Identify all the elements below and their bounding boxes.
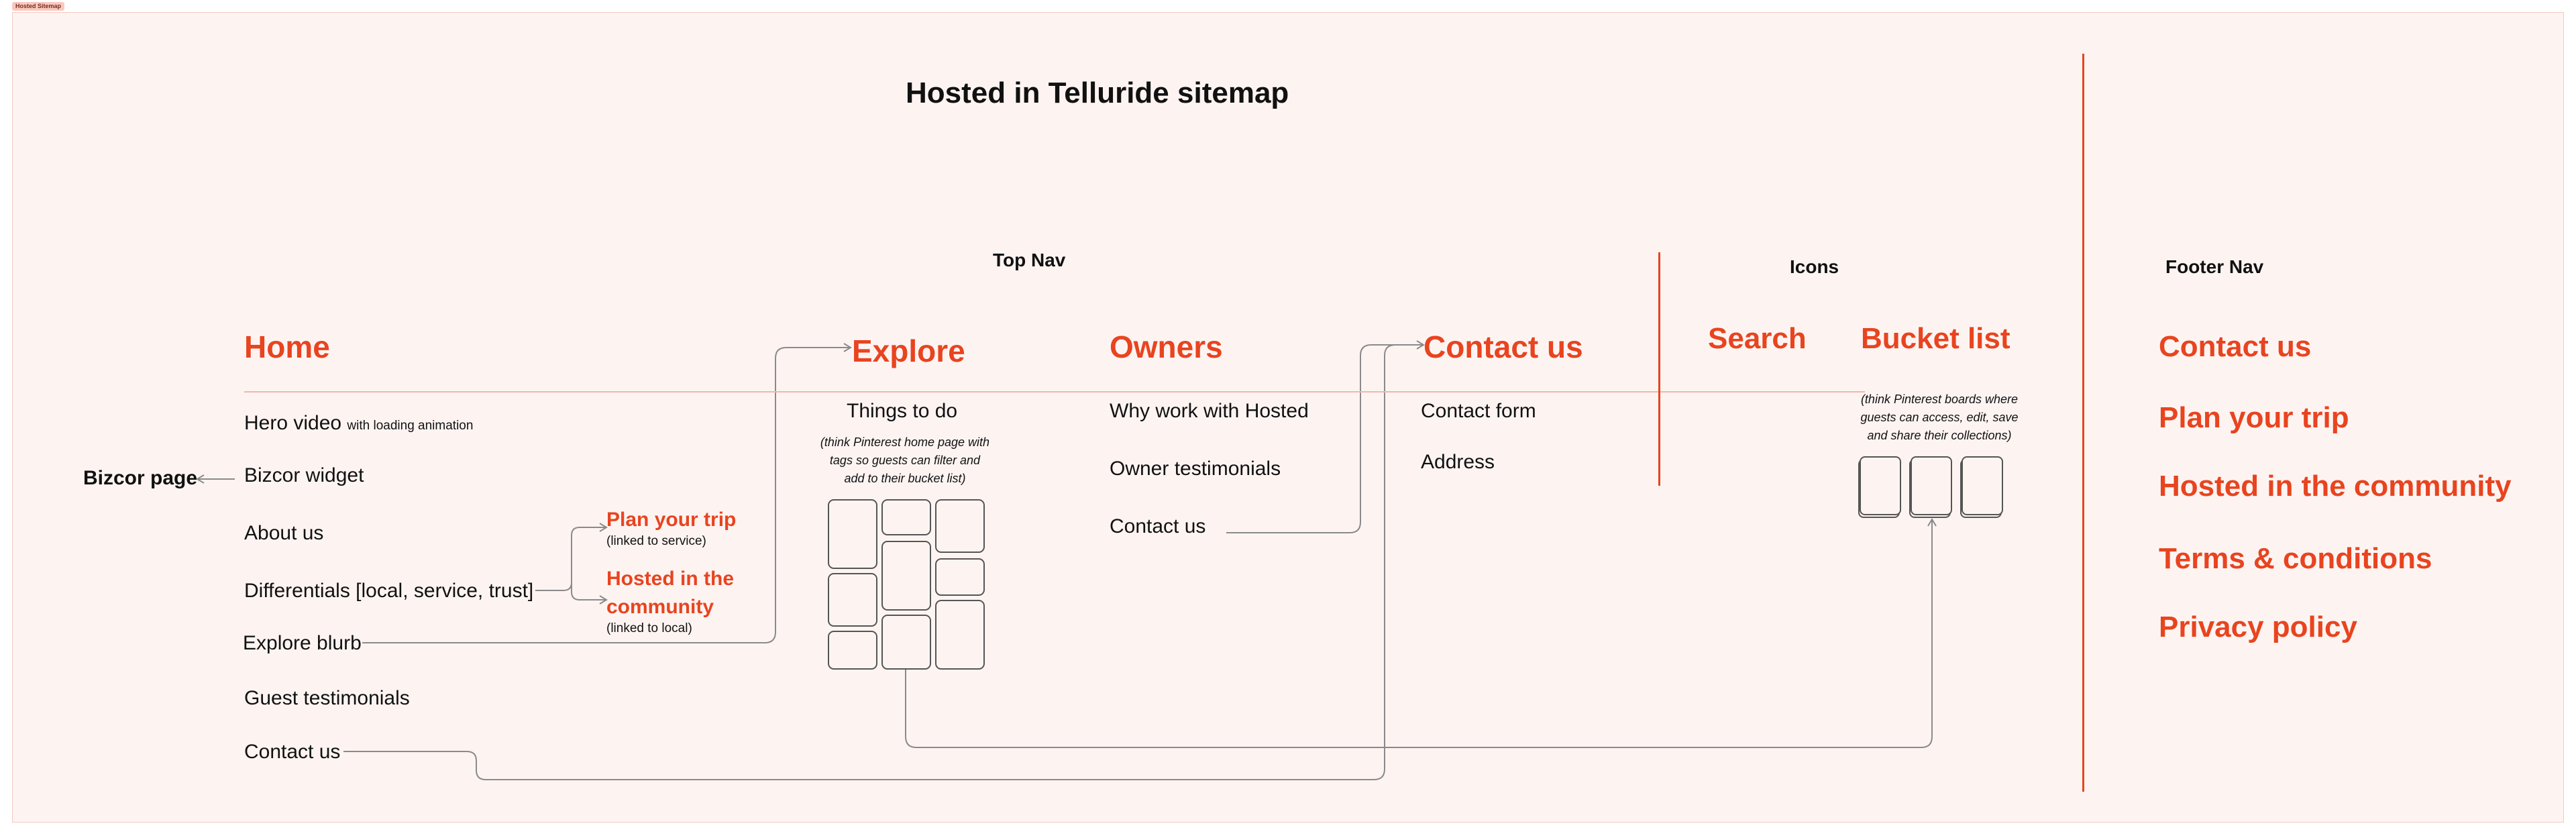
home-hero: Hero video with loading animation [244, 412, 473, 435]
footer-divider [2082, 54, 2084, 792]
section-top-nav: Top Nav [993, 250, 1066, 270]
hosted-community-note: (linked to local) [606, 621, 692, 635]
grid-card [935, 558, 985, 596]
page-title: Hosted in Telluride sitemap [906, 76, 1289, 109]
explore-note: (think Pinterest home page with tags so … [820, 435, 990, 485]
hosted-community-link-2: community [606, 596, 714, 618]
board-stack [1960, 456, 2003, 518]
grid-card [881, 541, 931, 611]
section-icons: Icons [1790, 256, 1839, 277]
grid-card [828, 631, 877, 670]
home-about: About us [244, 522, 324, 544]
contact-heading: Contact us [1424, 329, 1583, 364]
bucket-list-label: Bucket list [1861, 322, 2010, 355]
footer-privacy: Privacy policy [2159, 611, 2357, 643]
grid-card [828, 573, 877, 627]
bucket-note: (think Pinterest boards where guests can… [1860, 393, 2019, 442]
home-differentials: Differentials [local, service, trust] [244, 580, 534, 602]
owners-why: Why work with Hosted [1110, 400, 1309, 422]
grid-card [881, 615, 931, 670]
board-stack [1858, 456, 1901, 518]
grid-card [881, 499, 931, 535]
contact-form: Contact form [1421, 400, 1536, 422]
home-explore-blurb: Explore blurb [243, 632, 362, 654]
owners-heading: Owners [1110, 329, 1223, 364]
frame-label: Hosted Sitemap [12, 2, 65, 11]
section-footer-nav: Footer Nav [2165, 256, 2264, 277]
footer-hosted-community: Hosted in the community [2159, 470, 2512, 503]
home-guest-testimonials: Guest testimonials [244, 687, 410, 709]
board-stack [1909, 456, 1952, 518]
footer-terms: Terms & conditions [2159, 542, 2432, 575]
owners-testimonials: Owner testimonials [1110, 458, 1281, 480]
footer-contact: Contact us [2159, 330, 2312, 363]
footer-plan-trip: Plan your trip [2159, 401, 2349, 434]
home-heading: Home [244, 329, 330, 364]
explore-heading: Explore [852, 333, 965, 368]
bizcor-page: Bizcor page [83, 467, 198, 489]
hosted-community-link: Hosted in the [606, 568, 735, 590]
hero-note: with loading animation [347, 419, 474, 433]
grid-card [935, 600, 985, 670]
home-contact: Contact us [244, 741, 341, 763]
home-bizcor-widget: Bizcor widget [244, 464, 364, 486]
search-icon-label: Search [1708, 322, 1807, 355]
owners-contact: Contact us [1110, 515, 1206, 537]
hero-label: Hero video [244, 412, 342, 434]
explore-things: Things to do [847, 400, 958, 422]
contact-address: Address [1421, 451, 1495, 473]
plan-your-trip-note: (linked to service) [606, 534, 706, 548]
icons-divider [1658, 252, 1660, 486]
grid-card [828, 499, 877, 569]
plan-your-trip-link: Plan your trip [606, 509, 737, 531]
grid-card [935, 499, 985, 553]
